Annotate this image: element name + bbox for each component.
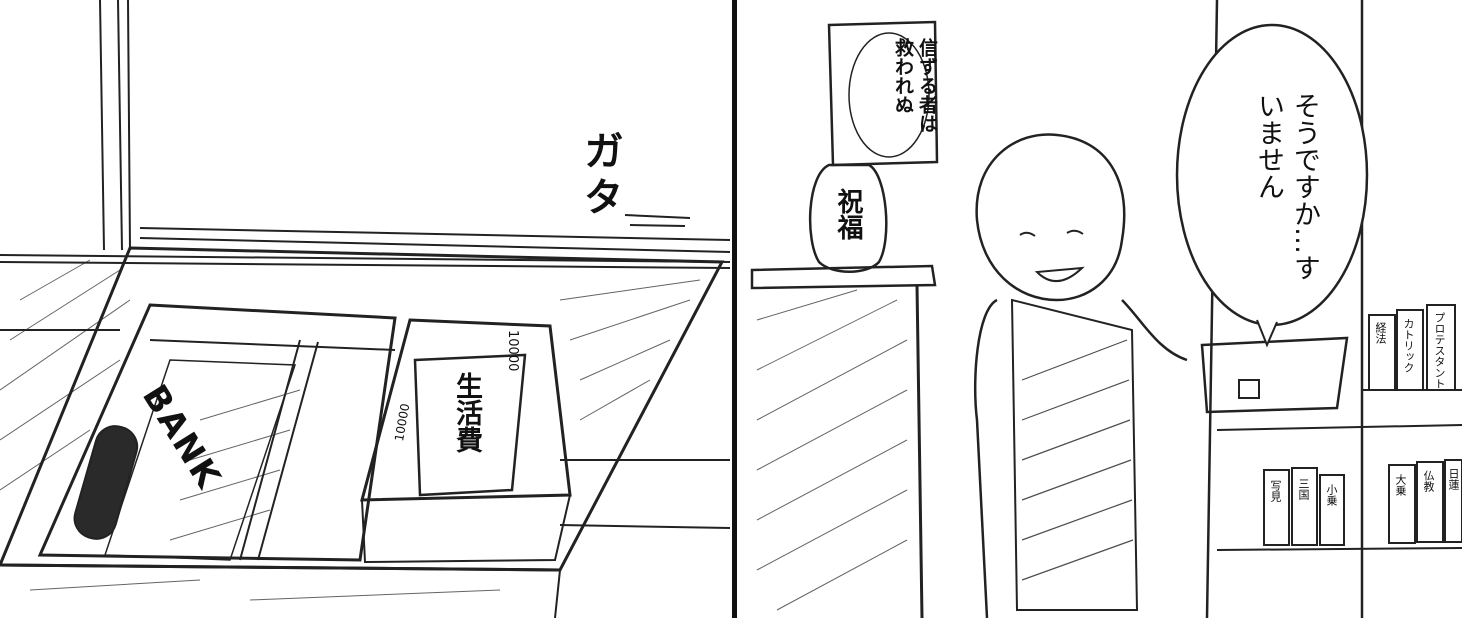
book-spine: 日蓮 [1447, 468, 1460, 490]
envelope-label: 生活費 [451, 372, 482, 453]
book-spine: 小乗 [1325, 484, 1338, 506]
woman-at-shelf-drawing [750, 0, 1462, 618]
book-spine: 大乗 [1394, 474, 1407, 496]
speech-bubble-text: そうですか…すいません [1253, 92, 1320, 281]
sound-effect: ガタ [577, 130, 623, 222]
panel-divider [732, 0, 737, 618]
bill-label-top: 10000 [505, 330, 520, 372]
hidden-compartment-drawing [0, 0, 731, 618]
panel-right: 信ずる者は救われぬ 祝福 そうですか…すいません 経法 カトリック プロテスタン… [737, 0, 1462, 618]
jar-label: 祝福 [833, 188, 863, 240]
poster-text: 信ずる者は救われぬ [892, 38, 938, 133]
book-spine: カトリック [1402, 318, 1415, 373]
panel-left: ガタ BANK 生活費 10000 10000 [0, 0, 732, 618]
book-spine: プロテスタント [1433, 312, 1446, 389]
book-spine: 写見 [1269, 480, 1282, 502]
book-spine: 仏教 [1422, 470, 1435, 492]
book-spine: 三国 [1297, 478, 1310, 500]
book-spine: 経法 [1374, 322, 1387, 344]
